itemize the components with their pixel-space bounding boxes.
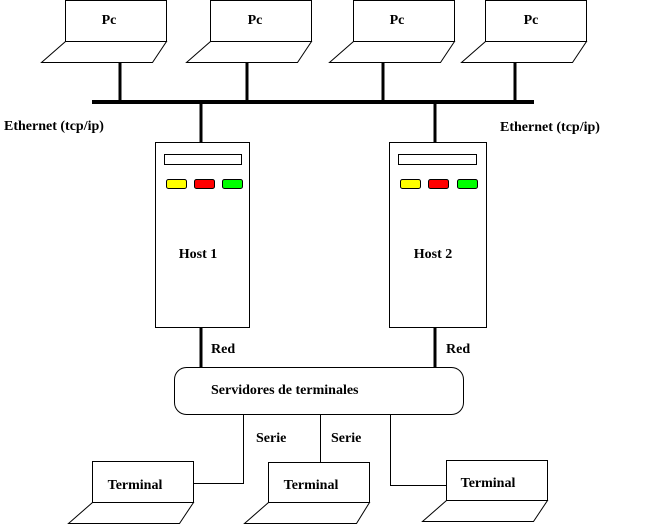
terminal-2-label: Terminal <box>284 478 339 493</box>
pc-4: Pc <box>460 0 588 63</box>
host-2: Host 2 <box>389 142 487 328</box>
pc-1: Pc <box>40 0 168 63</box>
host-2-cabinet <box>389 142 487 328</box>
host-1-cabinet <box>155 142 250 328</box>
terminal-2-keyboard <box>243 502 371 524</box>
pc-2: Pc <box>185 0 313 63</box>
host-2-drive-slot <box>398 154 477 165</box>
pc-1-keyboard <box>40 41 168 63</box>
host-1-led-yellow <box>166 179 187 189</box>
host-2-led-green <box>457 179 478 189</box>
host-2-led-red <box>428 179 449 189</box>
serial-link-3 <box>390 415 446 486</box>
pc-4-screen <box>485 0 587 42</box>
host-2-red-label: Red <box>446 342 470 357</box>
terminal-3-screen <box>446 460 548 501</box>
pc-1-label: Pc <box>102 13 117 28</box>
pc-2-screen <box>210 0 312 42</box>
pc-4-keyboard <box>460 41 588 63</box>
host-2-led-yellow <box>400 179 421 189</box>
ethernet-label-left: Ethernet (tcp/ip) <box>4 119 104 134</box>
serial-link-1 <box>194 415 244 484</box>
terminal-servers: Servidores de terminales <box>174 367 464 415</box>
host-2-label: Host 2 <box>414 247 453 262</box>
pc-2-label: Pc <box>248 13 263 28</box>
pc-3: Pc <box>328 0 456 63</box>
pc-3-screen <box>353 0 455 42</box>
host-1: Host 1 <box>155 142 250 328</box>
pc-2-keyboard <box>185 41 313 63</box>
terminal-2: Terminal <box>243 462 371 524</box>
terminal-servers-label: Servidores de terminales <box>211 383 359 398</box>
pc-1-screen <box>65 0 167 42</box>
terminal-1-keyboard <box>67 502 195 524</box>
terminal-3-label: Terminal <box>461 476 516 491</box>
serial-label-1: Serie <box>256 431 286 446</box>
terminal-1-screen <box>92 461 194 503</box>
terminal-3: Terminal <box>421 460 549 522</box>
host-1-led-green <box>222 179 243 189</box>
ethernet-label-right: Ethernet (tcp/ip) <box>500 120 600 135</box>
pc-4-label: Pc <box>524 13 539 28</box>
pc-3-keyboard <box>328 41 456 63</box>
host-1-led-red <box>194 179 215 189</box>
host-1-red-label: Red <box>211 342 235 357</box>
terminal-servers-box <box>174 367 464 415</box>
host-1-drive-slot <box>164 154 242 165</box>
terminal-1: Terminal <box>67 461 195 524</box>
host-1-label: Host 1 <box>179 247 218 262</box>
terminal-1-label: Terminal <box>108 478 163 493</box>
pc-3-label: Pc <box>390 13 405 28</box>
terminal-3-keyboard <box>421 500 549 522</box>
serial-label-2: Serie <box>331 431 361 446</box>
